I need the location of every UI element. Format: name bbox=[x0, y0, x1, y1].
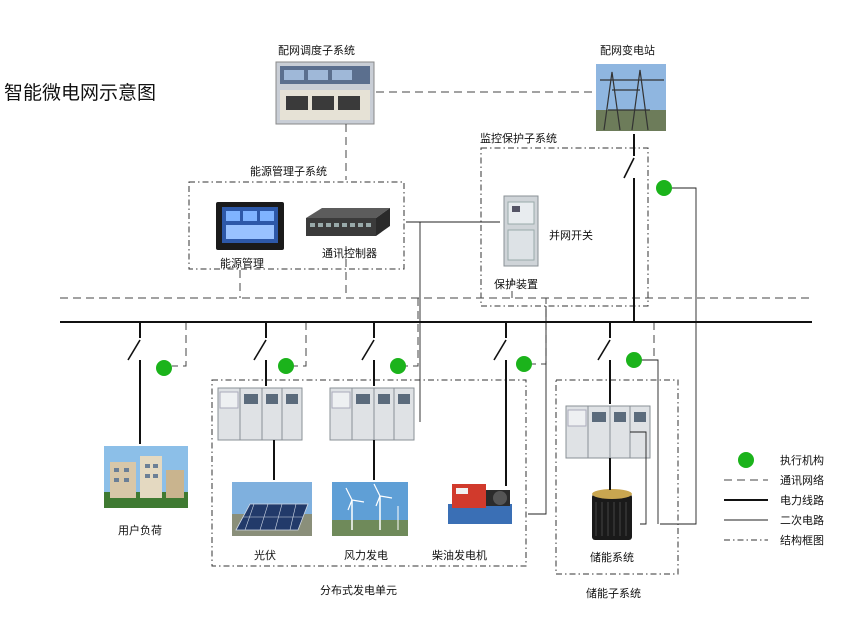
distributed-generation-frame bbox=[211, 379, 527, 567]
legend-label-frame: 结构框图 bbox=[780, 534, 824, 547]
legend-actuator-symbol bbox=[738, 452, 754, 468]
wind-turbines-image bbox=[332, 482, 408, 536]
actuators bbox=[156, 180, 672, 376]
label-protection: 保护装置 bbox=[494, 278, 538, 291]
actuator-dot bbox=[156, 360, 172, 376]
comm-controller-image bbox=[306, 208, 390, 236]
energy-management-frame bbox=[188, 181, 405, 270]
legend-label-power: 电力线路 bbox=[780, 494, 824, 507]
label-comm-ctrl: 通讯控制器 bbox=[322, 247, 377, 260]
grid-switch-blade bbox=[623, 157, 635, 179]
label-user-load: 用户负荷 bbox=[118, 524, 162, 537]
actuator-dot bbox=[656, 180, 672, 196]
label-dispatch: 配网调度子系统 bbox=[278, 44, 355, 57]
label-grid-switch: 并网开关 bbox=[549, 229, 593, 242]
monitor-protection-frame bbox=[480, 147, 649, 307]
label-pv: 光伏 bbox=[254, 549, 276, 562]
legend-label-secondary: 二次电路 bbox=[780, 514, 824, 527]
storage-battery-image bbox=[592, 489, 632, 540]
actuator-dot bbox=[626, 352, 642, 368]
actuator-dot bbox=[390, 358, 406, 374]
label-storage-sys: 储能子系统 bbox=[586, 587, 641, 600]
protection-cabinet-image bbox=[503, 195, 539, 267]
pv-panels-image bbox=[232, 482, 312, 536]
substation-image bbox=[596, 64, 666, 131]
dispatch-room-image bbox=[275, 61, 375, 125]
diesel-generator-image bbox=[448, 484, 512, 524]
label-diesel: 柴油发电机 bbox=[432, 549, 487, 562]
actuator-dot bbox=[516, 356, 532, 372]
legend-label-comm: 通讯网络 bbox=[780, 474, 824, 487]
legend bbox=[724, 452, 768, 541]
user-load-image bbox=[104, 446, 188, 508]
legend-label-actuator: 执行机构 bbox=[780, 454, 824, 467]
switchgear-wind-image bbox=[329, 387, 415, 441]
switchgear-pv-image bbox=[217, 387, 303, 441]
storage-subsystem-frame bbox=[555, 379, 679, 575]
actuator-dot bbox=[278, 358, 294, 374]
energy-management-panel-image bbox=[216, 202, 284, 250]
label-distributed-unit: 分布式发电单元 bbox=[320, 584, 397, 597]
label-substation: 配网变电站 bbox=[600, 44, 655, 57]
label-storage: 储能系统 bbox=[590, 551, 634, 564]
label-energy-mgmt-sys: 能源管理子系统 bbox=[250, 165, 327, 178]
diagram-title: 智能微电网示意图 bbox=[4, 82, 157, 104]
label-monitor: 监控保护子系统 bbox=[480, 132, 557, 145]
label-wind: 风力发电 bbox=[344, 549, 388, 562]
label-energy-mgmt: 能源管理 bbox=[220, 257, 264, 270]
